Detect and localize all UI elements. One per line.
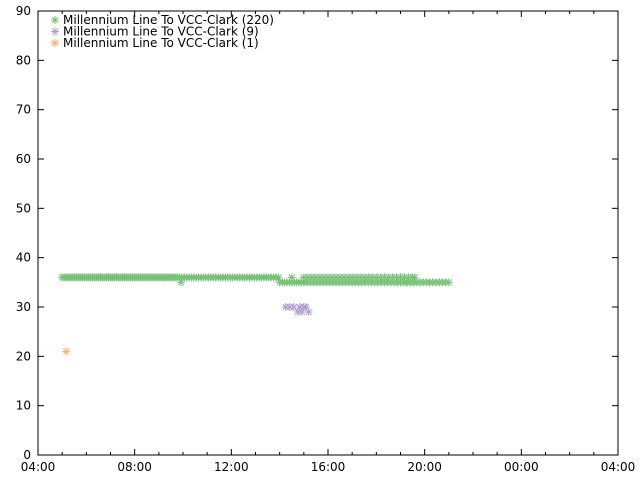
y-tick-label: 50 [16,201,31,215]
y-tick-label: 0 [23,448,31,462]
legend-marker [51,27,59,36]
x-tick-label: 08:00 [117,460,152,474]
legend-label: Millennium Line To VCC-Clark (220) [63,13,274,27]
legend-label: Millennium Line To VCC-Clark (9) [63,25,259,39]
series-2 [281,303,313,316]
axis-ticks [37,10,619,456]
axis-tick-labels: 0 10 20 30 40 50 60 70 80 90 04:00 08:00 12:00 16:00 2… [16,4,636,474]
plot-area-frame [37,10,619,456]
x-tick-label: 04:00 [21,460,56,474]
series-3 [62,347,71,356]
legend-label: Millennium Line To VCC-Clark (1) [63,36,259,50]
data-point [402,278,411,287]
x-tick-label: 04:00 [601,460,636,474]
data-points [58,273,453,356]
x-tick-label: 20:00 [407,460,442,474]
data-point [287,273,296,282]
data-point [289,303,298,311]
data-point [62,347,71,356]
y-tick-label: 60 [16,152,31,166]
y-tick-label: 70 [16,103,31,117]
data-point [274,273,283,282]
y-tick-label: 40 [16,251,31,265]
data-point [176,278,185,287]
data-point [410,273,419,282]
data-point [444,278,453,287]
legend-marker [51,39,59,47]
x-tick-label: 12:00 [214,460,249,474]
data-point [304,307,313,316]
x-tick-label: 00:00 [504,460,539,474]
data-point [295,303,304,311]
y-tick-label: 30 [16,300,31,314]
x-tick-label: 16:00 [311,460,346,474]
legend-marker [51,16,59,24]
y-tick-label: 90 [16,4,31,18]
y-tick-label: 10 [16,399,31,413]
y-tick-label: 20 [16,349,31,363]
series-1 [58,273,453,287]
legend: Millennium Line To VCC-Clark (220)Millen… [51,13,274,50]
y-tick-label: 80 [16,53,31,67]
